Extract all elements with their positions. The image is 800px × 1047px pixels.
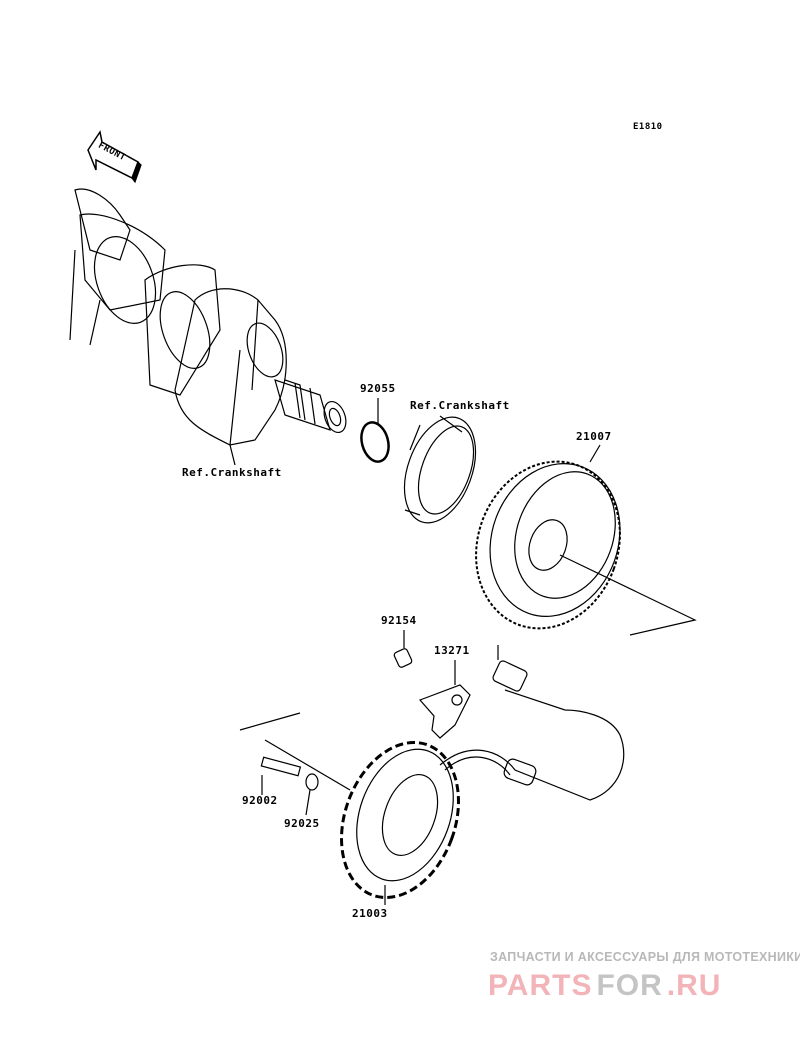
- label-92002[interactable]: 92002: [242, 794, 278, 807]
- label-92154[interactable]: 92154: [381, 614, 417, 627]
- screw-92154: [393, 648, 413, 668]
- label-92025[interactable]: 92025: [284, 817, 320, 830]
- label-21003[interactable]: 21003: [352, 907, 388, 920]
- crankshaft-coupling: [403, 415, 477, 524]
- rotor-21007: [475, 444, 697, 636]
- bolt-92002: [260, 756, 302, 777]
- label-21007[interactable]: 21007: [576, 430, 612, 443]
- watermark-part2: FOR: [596, 969, 663, 1002]
- watermark-part3: .RU: [666, 969, 722, 1002]
- crankshaft: [69, 188, 347, 466]
- watermark-part1: PARTS: [488, 969, 593, 1002]
- label-ref-crankshaft-2: Ref.Crankshaft: [410, 399, 510, 412]
- label-ref-crankshaft-1: Ref.Crankshaft: [182, 466, 282, 479]
- diagram-code: E1810: [633, 122, 663, 132]
- washer-92025: [305, 773, 319, 791]
- plate-13271: [418, 684, 471, 739]
- watermark-tagline: ЗАПЧАСТИ И АКСЕССУАРЫ ДЛЯ МОТОТЕХНИКИ: [490, 950, 800, 964]
- stator-21003: [239, 645, 625, 905]
- label-92055[interactable]: 92055: [360, 382, 396, 395]
- o-ring-92055: [360, 421, 390, 463]
- front-arrow-icon: [87, 130, 142, 184]
- label-13271[interactable]: 13271: [434, 644, 470, 657]
